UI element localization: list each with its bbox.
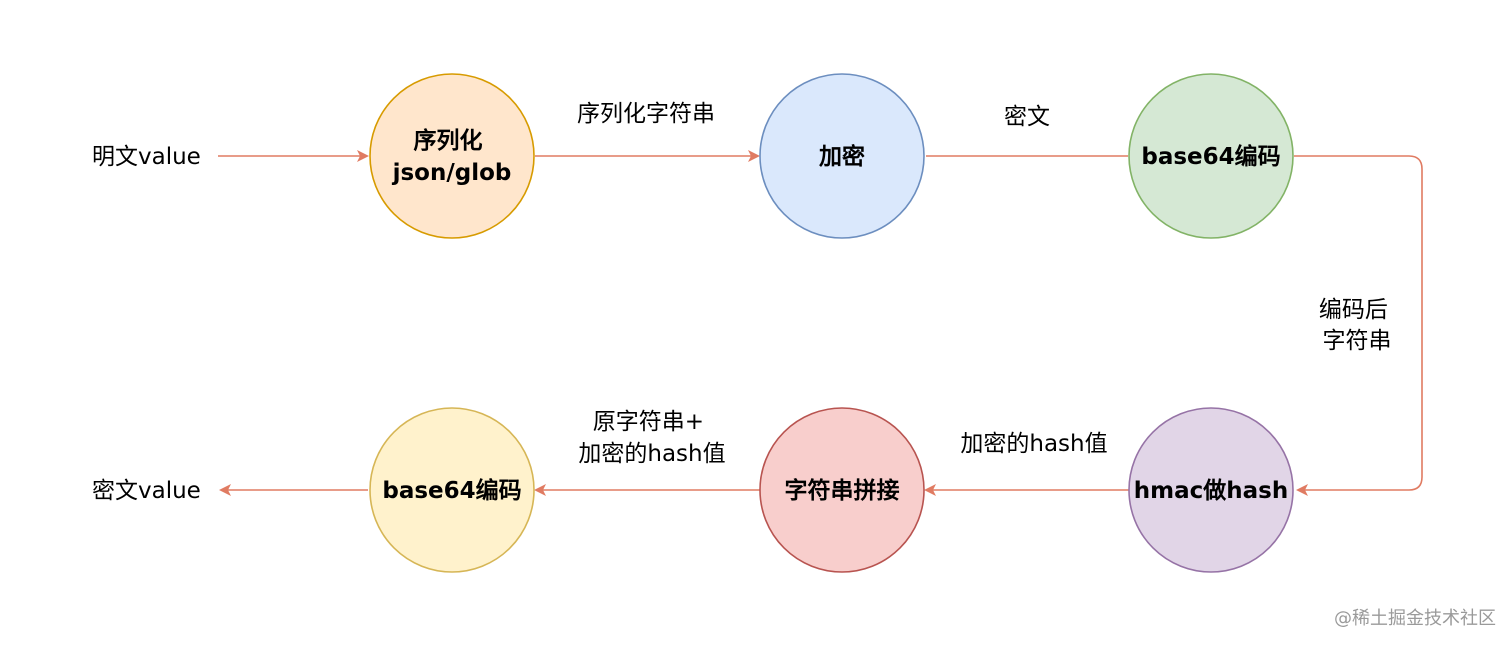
node-concat-label: 字符串拼接 [785,477,900,504]
node-base64-first: base64编码 [1128,73,1294,239]
node-base64-final: base64编码 [369,407,535,573]
node-concat: 字符串拼接 [759,407,925,573]
node-circle [759,407,925,573]
edge-label-encoded-string: 编码后 字符串 [1319,297,1395,354]
output-label: 密文value [92,478,201,504]
node-circle [1128,407,1294,573]
node-hmac-label: hmac做hash [1134,477,1288,504]
edge-label-serialized-string: 序列化字符串 [577,101,715,127]
node-serialize-line1: 序列化 [413,127,482,154]
node-circle [1128,73,1294,239]
node-hmac: hmac做hash [1128,407,1294,573]
edge-label-hash-value: 加密的hash值 [960,431,1107,457]
edges [218,150,1423,496]
node-circle [369,73,535,239]
edge-label-combined: 原字符串+ 加密的hash值 [578,409,725,467]
edge-label-combined-line1: 原字符串+ [593,409,704,435]
node-serialize-line2: json/glob [392,160,512,186]
node-base64-first-label: base64编码 [1141,143,1280,170]
edge-label-encoded-line2: 字符串 [1323,328,1392,354]
node-encrypt-label: 加密 [818,143,865,170]
node-serialize: 序列化 json/glob [369,73,535,239]
node-circle [369,407,535,573]
node-encrypt: 加密 [759,73,925,239]
node-circle [759,73,925,239]
node-base64-final-label: base64编码 [382,477,521,504]
edge-label-ciphertext: 密文 [1004,104,1050,130]
watermark: @稀土掘金技术社区 [1334,608,1496,629]
edge-base64-to-hmac [1294,155,1423,496]
input-label: 明文value [92,144,201,170]
svg-text:序列化 json/glob: 序列化 json/glob [392,127,512,186]
edge-label-combined-line2: 加密的hash值 [578,441,725,467]
edge-label-encoded-line1: 编码后 [1319,297,1388,323]
